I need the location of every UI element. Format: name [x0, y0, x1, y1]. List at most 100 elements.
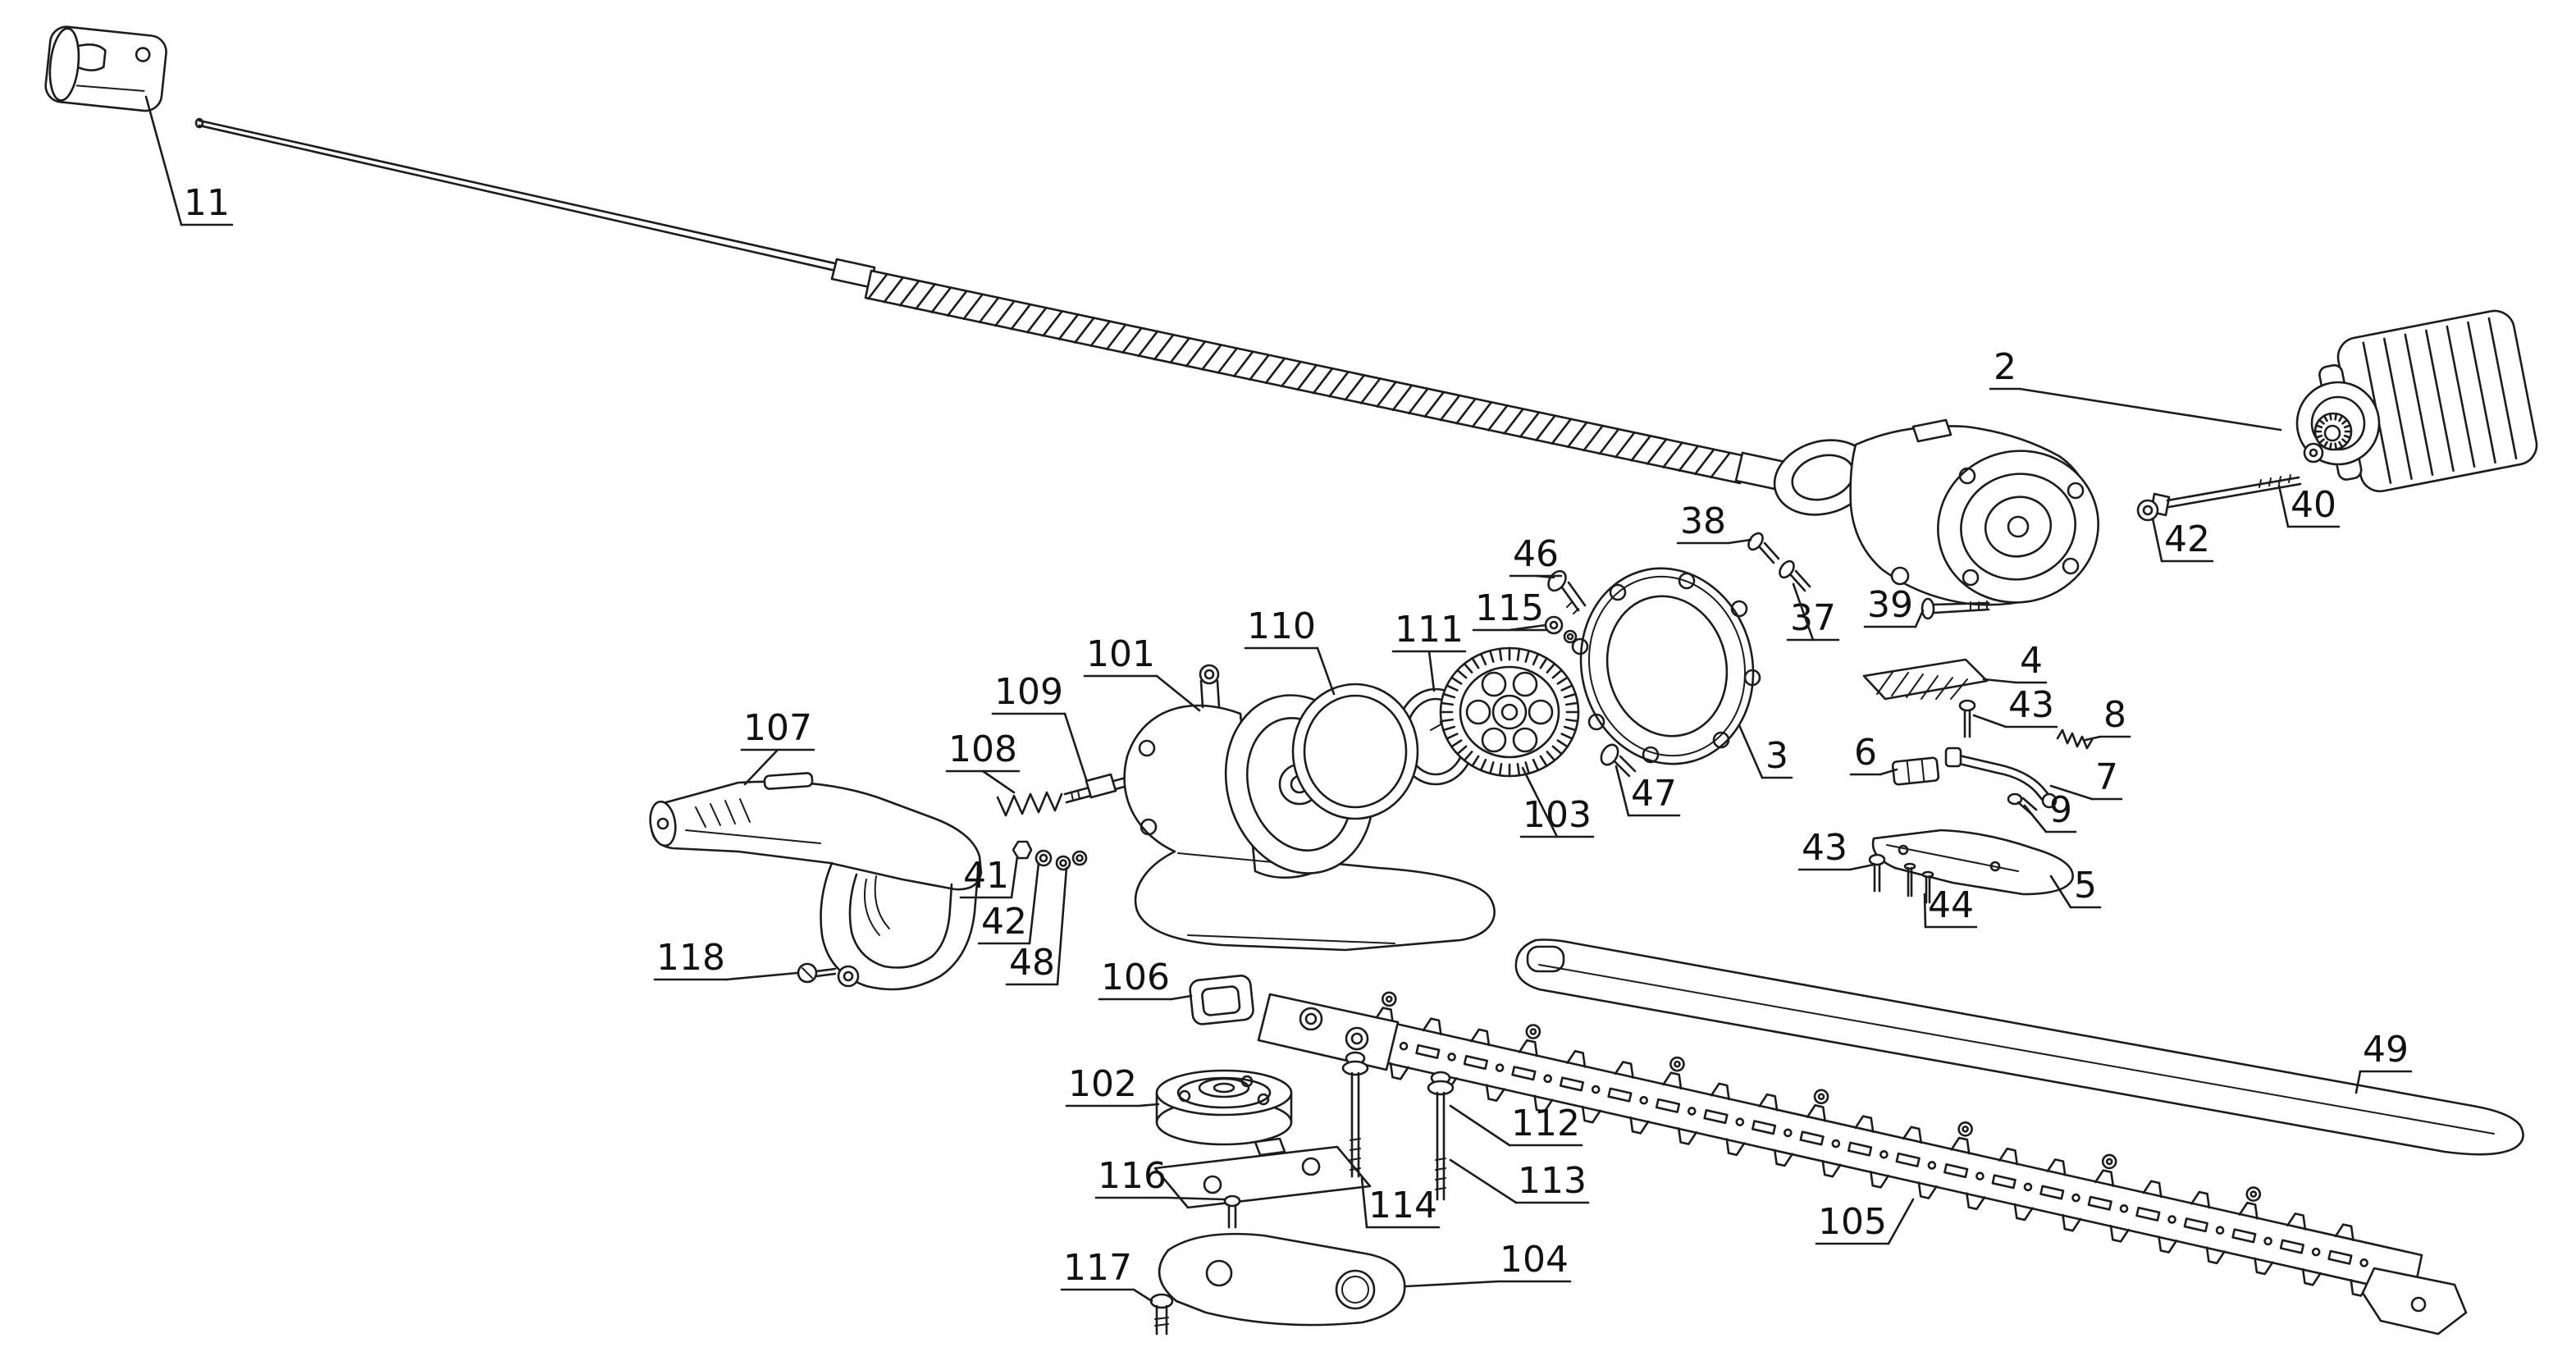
callout-leader-line — [1738, 724, 1764, 779]
callout-leader-line — [2049, 784, 2094, 801]
part-callout-2: 2 — [1989, 346, 2282, 432]
callout-leader-line — [1170, 994, 1193, 1001]
blade-105-drawing — [1257, 991, 2468, 1336]
part-number-label: 42 — [2164, 518, 2210, 560]
gear-head-drawing — [1773, 418, 2099, 606]
callout-leader-line — [1404, 1280, 1500, 1288]
screw-9-drawing — [2007, 792, 2038, 815]
part-callout-115: 115 — [1472, 587, 1547, 632]
part-number-label: 48 — [1009, 942, 1055, 984]
part-callout-104: 104 — [1404, 1239, 1572, 1288]
part-callout-111: 111 — [1391, 609, 1467, 692]
motor-drawing — [2295, 309, 2538, 493]
part-callout-114: 114 — [1360, 1176, 1441, 1229]
screw-38-drawing — [1747, 532, 1780, 564]
callout-leader-line — [1879, 768, 1898, 776]
part-callout-106: 106 — [1098, 957, 1193, 1001]
part-number-label: 43 — [2008, 684, 2054, 726]
callout-leader-line — [1727, 538, 1752, 545]
part-number-label: 113 — [1518, 1160, 1587, 1202]
part-callout-105: 105 — [1815, 1198, 1915, 1245]
bolt-40-drawing — [2149, 474, 2302, 517]
part-callout-43: 43 — [1972, 684, 2058, 728]
part-number-label: 38 — [1680, 500, 1726, 542]
part-callout-42: 42 — [977, 861, 1040, 945]
handle-107-drawing — [649, 772, 983, 991]
part-number-label: 116 — [1098, 1155, 1167, 1197]
part-number-label: 47 — [1631, 773, 1677, 815]
callout-leader-line — [1449, 1104, 1511, 1147]
screw-43-bottom-drawing — [1868, 853, 1886, 893]
part-number-label: 6 — [1854, 732, 1877, 774]
gear-103-drawing — [1430, 646, 1580, 778]
part-callout-8: 8 — [2084, 694, 2131, 742]
callout-leader-line — [2151, 517, 2163, 563]
part-number-label: 112 — [1511, 1103, 1580, 1144]
blade-plate-ring-drawing — [1571, 567, 1761, 765]
cover-106-drawing — [1189, 975, 1254, 1025]
callout-leader-line — [2023, 804, 2048, 833]
part-number-label: 110 — [1247, 605, 1316, 647]
callout-leader-line — [1167, 1196, 1226, 1201]
pins-44-drawing — [1903, 862, 1934, 904]
part-callout-112: 112 — [1449, 1103, 1583, 1147]
spring-108-drawing — [996, 791, 1063, 817]
part-callout-49: 49 — [2354, 1029, 2413, 1094]
lever-7-drawing — [1944, 747, 2058, 809]
part-callout-11: 11 — [144, 95, 234, 226]
callout-leader-line — [1914, 609, 1925, 628]
part-number-label: 4 — [2020, 640, 2043, 682]
part-callout-43: 43 — [1797, 827, 1875, 871]
o-ring-110-drawing — [1291, 683, 1419, 820]
part-number-label: 108 — [948, 728, 1017, 770]
part-number-label: 5 — [2074, 865, 2097, 906]
part-callout-108: 108 — [945, 728, 1021, 794]
part-number-label: 2 — [1994, 346, 2016, 388]
callout-leader-line — [2084, 735, 2102, 742]
washers-115-drawing — [1544, 615, 1578, 644]
part-callout-5: 5 — [2049, 865, 2102, 909]
part-number-label: 109 — [994, 671, 1063, 713]
callout-leader-line — [2018, 387, 2282, 432]
part-number-label: 42 — [981, 901, 1027, 943]
part-callout-6: 6 — [1849, 732, 1898, 776]
part-number-label: 7 — [2095, 756, 2118, 798]
callout-leader-line — [1155, 674, 1201, 712]
part-callout-4: 4 — [1982, 640, 2048, 684]
callout-leader-line — [1972, 714, 2007, 728]
part-number-label: 114 — [1368, 1185, 1437, 1226]
screw-43-top-drawing — [1958, 699, 1976, 738]
part-number-label: 101 — [1086, 633, 1155, 675]
washer-42-left-drawing — [1035, 849, 1053, 867]
part-number-label: 118 — [656, 937, 725, 979]
part-number-label: 106 — [1101, 957, 1170, 998]
callout-leader-line — [2277, 484, 2290, 528]
part-callout-48: 48 — [1005, 866, 1068, 986]
part-callout-102: 102 — [1065, 1063, 1160, 1107]
screw-37-drawing — [1779, 559, 1811, 592]
callout-leader-line — [1508, 623, 1547, 632]
part-number-label: 9 — [2049, 789, 2072, 831]
part-callout-118: 118 — [653, 937, 799, 981]
callout-leader-line — [1534, 574, 1555, 579]
part-callout-46: 46 — [1509, 533, 1563, 579]
part-number-label: 3 — [1765, 735, 1788, 777]
part-callout-38: 38 — [1676, 500, 1752, 545]
part-callout-42: 42 — [2151, 517, 2214, 563]
callout-leader-line — [1063, 712, 1088, 781]
callout-leader-line — [1848, 863, 1875, 871]
part-callout-47: 47 — [1615, 765, 1681, 817]
part-callout-44: 44 — [1923, 884, 1978, 929]
callout-leader-line — [1982, 678, 2018, 684]
part-number-label: 11 — [184, 182, 230, 224]
part-callout-113: 113 — [1449, 1158, 1590, 1204]
part-number-label: 111 — [1395, 609, 1464, 651]
part-callout-37: 37 — [1786, 582, 1840, 642]
part-number-label: 107 — [743, 707, 812, 749]
callout-leader-line — [725, 971, 799, 981]
part-callout-117: 117 — [1060, 1247, 1153, 1303]
part-number-label: 39 — [1867, 584, 1913, 626]
part-number-label: 103 — [1523, 794, 1592, 836]
